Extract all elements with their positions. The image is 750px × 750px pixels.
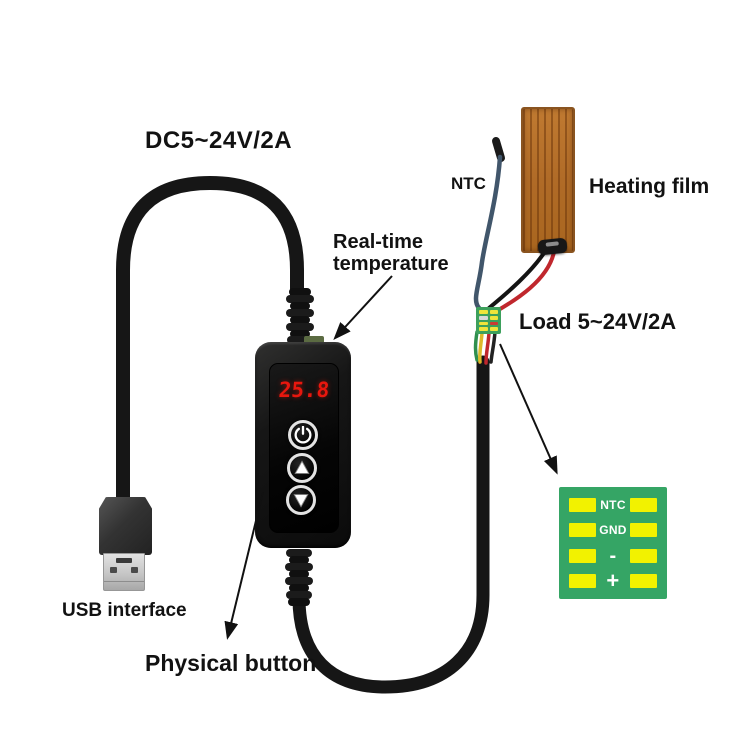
load-spec-label: Load 5~24V/2A (519, 309, 677, 334)
junction-pcb (476, 307, 501, 334)
ntc-label: NTC (451, 174, 486, 193)
load-cable (292, 355, 490, 694)
load-pcb-arrow (499, 343, 558, 475)
down-arrow-icon (293, 494, 309, 508)
up-button (287, 453, 317, 483)
realtime-temperature-arrow (333, 275, 393, 340)
junction-wire-red (484, 331, 491, 365)
heating-film (521, 107, 575, 253)
pcb-pad (569, 523, 596, 538)
power-button (288, 420, 318, 450)
pcb-pin-label: GND (599, 523, 627, 538)
up-arrow-icon (294, 460, 310, 474)
physical-button-label: Physical button (145, 650, 317, 676)
usb-pin-hole-right (131, 567, 138, 573)
pcb-pad (630, 497, 657, 512)
down-button (286, 485, 316, 515)
pcb-pad (630, 548, 657, 563)
power-spec-label: DC5~24V/2A (145, 127, 293, 154)
pcb-row-ntc: NTC (569, 496, 657, 513)
film-negative-wire (487, 248, 548, 310)
pcb-row-plus: + (569, 568, 657, 594)
pcb-pad (569, 497, 596, 512)
film-positive-wire (493, 250, 556, 314)
load-pcb: NTC GND - + (559, 487, 667, 599)
pcb-pad (630, 574, 657, 589)
pcb-pin-label: + (606, 568, 620, 594)
pcb-pad (569, 548, 596, 563)
junction-wire-yellow (478, 331, 484, 364)
usb-tongue-slot (116, 558, 132, 563)
realtime-temperature-label: Real-time temperature (333, 231, 449, 275)
power-icon (294, 426, 312, 444)
heating-film-label: Heating film (589, 175, 710, 198)
bottom-strain-relief (285, 549, 313, 606)
pcb-row-gnd: GND (569, 522, 657, 539)
usb-plug-housing (99, 497, 152, 555)
pcb-pin-label: NTC (600, 497, 626, 512)
pcb-row-minus: - (569, 544, 657, 567)
junction-wire-green (473, 330, 479, 362)
usb-shield-seam (104, 581, 144, 582)
usb-cable (116, 175, 304, 519)
junction-wire-black (489, 330, 497, 364)
pcb-pin-label: - (609, 544, 617, 567)
realtime-line1: Real-time (333, 231, 424, 253)
physical-button-arrow (224, 491, 264, 640)
usb-pin-hole-left (110, 567, 117, 573)
usb-plug-shield (103, 553, 145, 591)
usb-interface-label: USB interface (62, 600, 187, 621)
controller-pcb-edge (304, 336, 324, 345)
realtime-line2: temperature (333, 253, 449, 275)
pcb-pad (629, 523, 657, 538)
ntc-wire (473, 154, 503, 311)
pcb-pad (569, 574, 596, 589)
